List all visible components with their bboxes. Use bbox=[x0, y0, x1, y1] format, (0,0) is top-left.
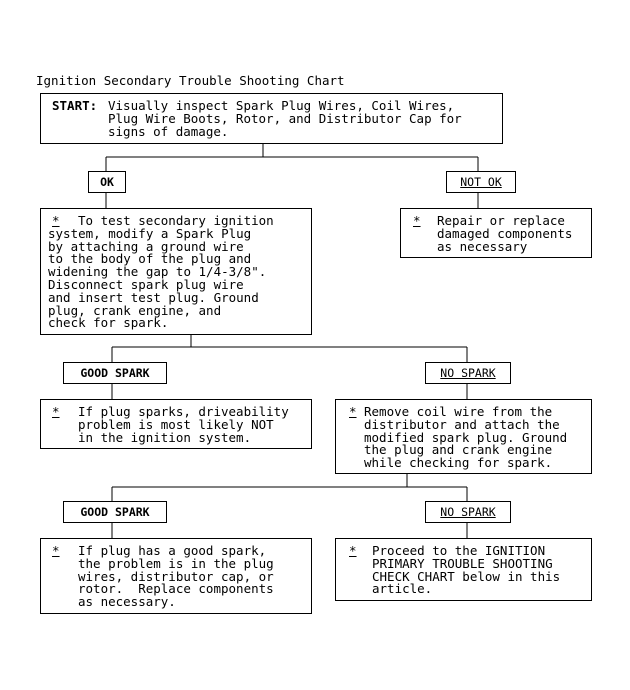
bullet-star: * bbox=[52, 213, 60, 228]
text-line: If plug has a good spark, bbox=[78, 543, 267, 558]
text-line: distributor and attach the bbox=[364, 416, 560, 432]
repair-replace-text: Repair or replace damaged components as … bbox=[437, 213, 573, 254]
text-line: PRIMARY TROUBLE SHOOTING bbox=[372, 555, 553, 571]
text-line: plug, crank engine, and bbox=[48, 302, 222, 318]
text-line: as necessary bbox=[437, 238, 528, 254]
plug-good-spark-box: * If plug has a good spark, the problem … bbox=[40, 538, 312, 614]
text-line: check for spark. bbox=[48, 315, 169, 331]
repair-replace-box: * Repair or replace damaged components a… bbox=[400, 208, 592, 258]
text-line: damaged components bbox=[437, 225, 573, 241]
text-line: by attaching a ground wire bbox=[48, 238, 244, 254]
text-line: system, modify a Spark Plug bbox=[48, 225, 252, 241]
bullet-star: * bbox=[413, 213, 421, 228]
text-line: and insert test plug. Ground bbox=[48, 289, 259, 305]
text-line: in the ignition system. bbox=[78, 429, 252, 445]
text-line: article. bbox=[372, 581, 433, 597]
no-spark-label: NO SPARK bbox=[425, 362, 511, 384]
start-line: Visually inspect Spark Plug Wires, Coil … bbox=[108, 98, 455, 113]
text-line: widening the gap to 1/4-3/8". bbox=[48, 264, 267, 280]
ok-label: OK bbox=[88, 171, 126, 193]
text-line: problem is most likely NOT bbox=[78, 416, 274, 432]
bullet-star: * bbox=[349, 404, 357, 419]
remove-coil-box: * Remove coil wire from the distributor … bbox=[335, 399, 592, 474]
text-line: CHECK CHART below in this bbox=[372, 568, 561, 584]
no-spark-label-2: NO SPARK bbox=[425, 501, 511, 523]
text-line: as necessary. bbox=[78, 594, 176, 610]
not-ignition-box: * If plug sparks, driveability problem i… bbox=[40, 399, 312, 449]
text-line: wires, distributor cap, or bbox=[78, 568, 274, 584]
remove-coil-text: Remove coil wire from the distributor an… bbox=[364, 404, 568, 471]
text-line: rotor. Replace components bbox=[78, 581, 274, 597]
chart-title: Ignition Secondary Trouble Shooting Char… bbox=[36, 73, 345, 88]
test-secondary-box: * To test secondary ignition system, mod… bbox=[40, 208, 312, 335]
start-line: signs of damage. bbox=[108, 123, 229, 139]
test-secondary-text: To test secondary ignition system, modif… bbox=[48, 213, 274, 330]
text-line: the plug and crank engine bbox=[364, 442, 553, 458]
text-line: modified spark plug. Ground bbox=[364, 429, 568, 445]
start-label: START: bbox=[52, 98, 98, 113]
not-ignition-text: If plug sparks, driveability problem is … bbox=[78, 404, 289, 445]
plug-good-spark-text: If plug has a good spark, the problem is… bbox=[78, 543, 274, 610]
good-spark-label: GOOD SPARK bbox=[63, 362, 167, 384]
bullet-star: * bbox=[52, 543, 60, 558]
proceed-primary-text: Proceed to the IGNITION PRIMARY TROUBLE … bbox=[372, 543, 561, 597]
text-line: If plug sparks, driveability bbox=[78, 404, 289, 419]
text-line: Proceed to the IGNITION bbox=[372, 543, 546, 558]
start-line: Plug Wire Boots, Rotor, and Distributor … bbox=[108, 110, 462, 126]
text-line: To test secondary ignition bbox=[78, 213, 274, 228]
not-ok-label: NOT OK bbox=[446, 171, 516, 193]
start-text-cont: signs of damage. bbox=[108, 125, 228, 139]
text-line: Repair or replace bbox=[437, 213, 565, 228]
text-line: Remove coil wire from the bbox=[364, 404, 553, 419]
bullet-star: * bbox=[349, 543, 357, 558]
text-line: Disconnect spark plug wire bbox=[48, 276, 244, 292]
text-line: the problem is in the plug bbox=[78, 555, 274, 571]
start-box: START: Visually inspect Spark Plug Wires… bbox=[40, 93, 503, 144]
bullet-star: * bbox=[52, 404, 60, 419]
text-line: to the body of the plug and bbox=[48, 251, 252, 267]
text-line: while checking for spark. bbox=[364, 455, 553, 471]
good-spark-label-2: GOOD SPARK bbox=[63, 501, 167, 523]
proceed-primary-box: * Proceed to the IGNITION PRIMARY TROUBL… bbox=[335, 538, 592, 601]
start-text: Visually inspect Spark Plug Wires, Coil … bbox=[108, 98, 462, 126]
